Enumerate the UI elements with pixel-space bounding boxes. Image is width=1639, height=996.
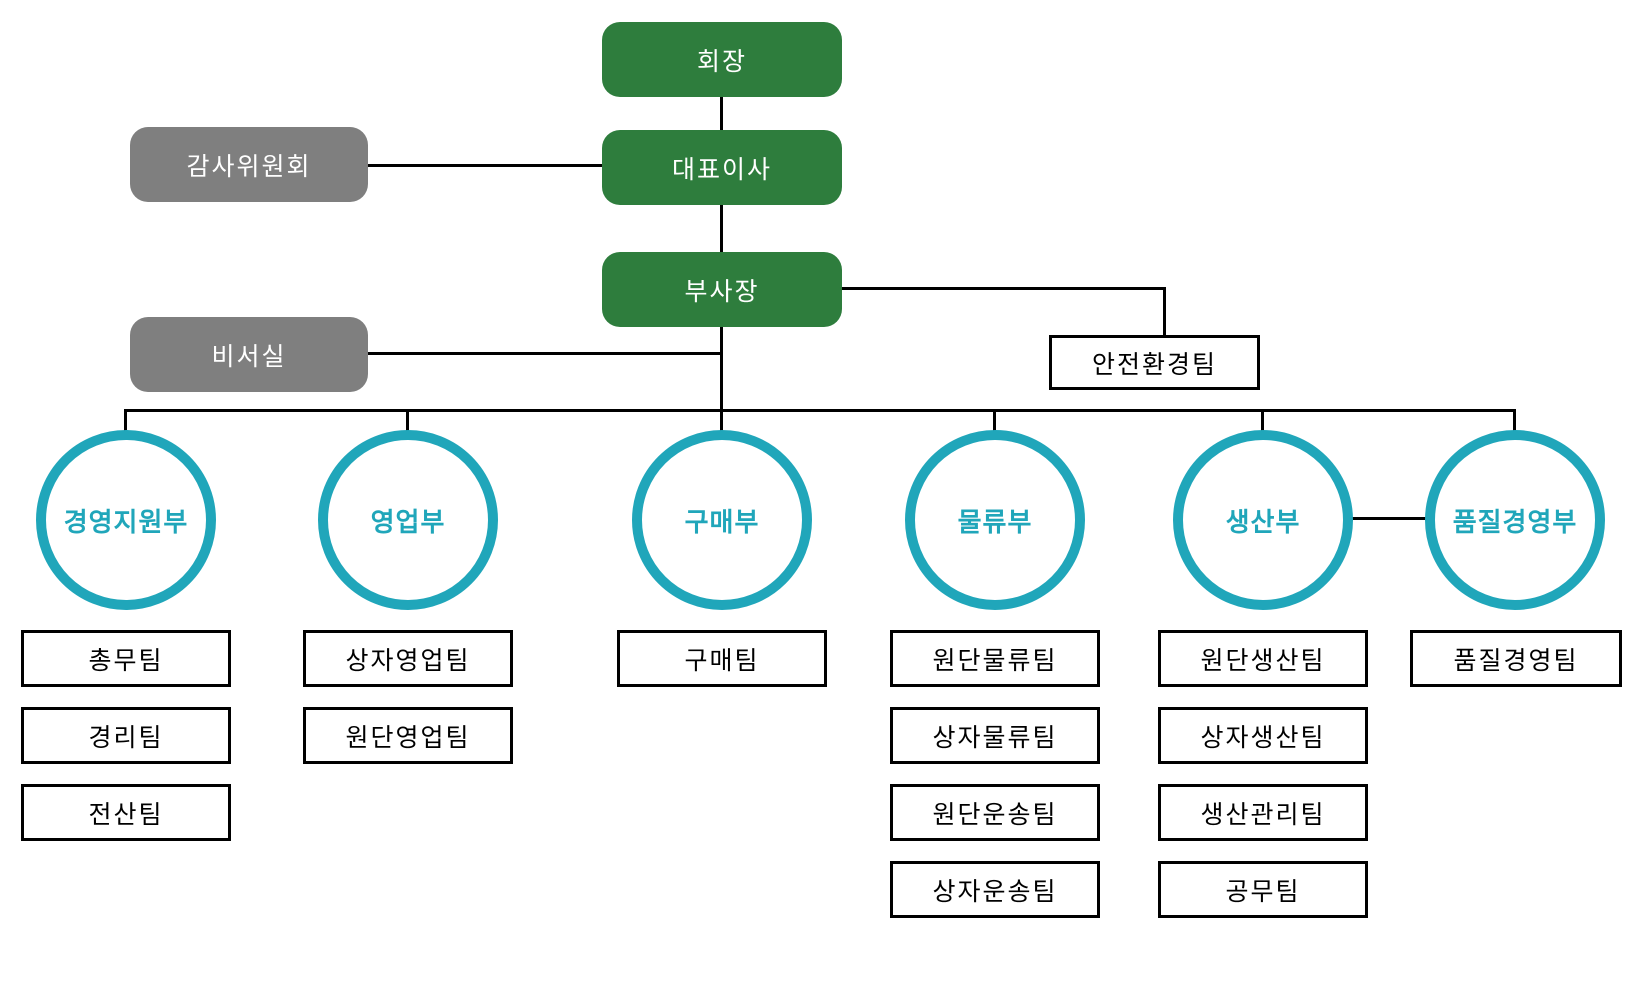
connector-drop-logistics <box>993 409 996 432</box>
team-label: 상자영업팀 <box>345 646 471 675</box>
fabric-production-team-box: 원단생산팀 <box>1158 630 1368 687</box>
vice-president-box: 부사장 <box>602 252 842 327</box>
connector-drop-production <box>1261 409 1264 432</box>
division-circle-production: 생산부 <box>1173 430 1353 610</box>
vice-president-label: 부사장 <box>684 277 760 306</box>
audit-committee-box: 감사위원회 <box>130 127 368 202</box>
connector-drop-management-support <box>124 409 127 432</box>
box-sales-team-box: 상자영업팀 <box>303 630 513 687</box>
division-circle-sales: 영업부 <box>318 430 498 610</box>
connector-vp-safety-horizontal <box>842 287 1166 290</box>
secretary-office-box: 비서실 <box>130 317 368 392</box>
fabric-logistics-team-box: 원단물류팀 <box>890 630 1100 687</box>
team-label: 전산팀 <box>88 800 164 829</box>
team-label: 공무팀 <box>1225 877 1301 906</box>
division-label: 물류부 <box>957 506 1033 537</box>
team-label: 경리팀 <box>88 723 164 752</box>
team-label: 원단영업팀 <box>345 723 471 752</box>
team-label: 구매팀 <box>684 646 760 675</box>
division-label: 품질경영부 <box>1452 506 1578 537</box>
it-team-box: 전산팀 <box>21 784 231 841</box>
connector-audit-committee-ceo <box>368 164 602 167</box>
box-production-team-box: 상자생산팀 <box>1158 707 1368 764</box>
connector-drop-quality <box>1513 409 1516 432</box>
team-label: 상자물류팀 <box>932 723 1058 752</box>
connector-vp-spine <box>720 327 723 432</box>
connector-drop-sales <box>406 409 409 432</box>
connector-division-bus <box>124 409 1516 412</box>
connector-production-quality <box>1351 517 1427 520</box>
accounting-team-box: 경리팀 <box>21 707 231 764</box>
team-label: 총무팀 <box>88 646 164 675</box>
box-transport-team-box: 상자운송팀 <box>890 861 1100 918</box>
safety-environment-team-box: 안전환경팀 <box>1049 335 1260 390</box>
division-circle-purchasing: 구매부 <box>632 430 812 610</box>
team-label: 상자운송팀 <box>932 877 1058 906</box>
team-label: 품질경영팀 <box>1453 646 1579 675</box>
connector-vp-safety-vertical <box>1163 287 1166 335</box>
connector-chairman-ceo <box>720 97 723 130</box>
team-label: 생산관리팀 <box>1200 800 1326 829</box>
team-label: 원단물류팀 <box>932 646 1058 675</box>
team-label: 원단운송팀 <box>932 800 1058 829</box>
fabric-sales-team-box: 원단영업팀 <box>303 707 513 764</box>
division-label: 경영지원부 <box>63 506 189 537</box>
audit-committee-label: 감사위원회 <box>186 152 312 181</box>
division-label: 구매부 <box>684 506 760 537</box>
division-circle-quality-management: 품질경영부 <box>1425 430 1605 610</box>
production-management-team-box: 생산관리팀 <box>1158 784 1368 841</box>
purchasing-team-box: 구매팀 <box>617 630 827 687</box>
team-label: 원단생산팀 <box>1200 646 1326 675</box>
division-circle-logistics: 물류부 <box>905 430 1085 610</box>
division-circle-management-support: 경영지원부 <box>36 430 216 610</box>
engineering-team-box: 공무팀 <box>1158 861 1368 918</box>
general-affairs-team-box: 총무팀 <box>21 630 231 687</box>
ceo-box: 대표이사 <box>602 130 842 205</box>
chairman-box: 회장 <box>602 22 842 97</box>
division-label: 영업부 <box>370 506 446 537</box>
connector-ceo-vice-president <box>720 205 723 252</box>
safety-environment-team-label: 안전환경팀 <box>1091 350 1217 379</box>
quality-management-team-box: 품질경영팀 <box>1410 630 1622 687</box>
team-label: 상자생산팀 <box>1200 723 1326 752</box>
secretary-office-label: 비서실 <box>211 342 287 371</box>
ceo-label: 대표이사 <box>671 155 772 184</box>
division-label: 생산부 <box>1225 506 1301 537</box>
box-logistics-team-box: 상자물류팀 <box>890 707 1100 764</box>
fabric-transport-team-box: 원단운송팀 <box>890 784 1100 841</box>
chairman-label: 회장 <box>696 47 747 76</box>
connector-secretary-office <box>368 352 720 355</box>
